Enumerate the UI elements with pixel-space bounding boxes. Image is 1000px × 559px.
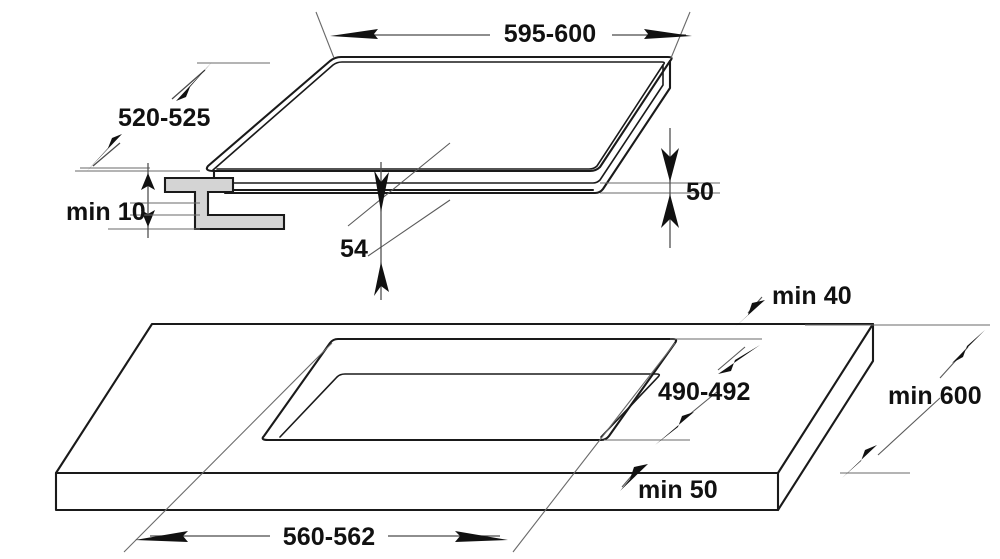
arrow-down <box>842 445 877 478</box>
hob-glass-bevel <box>212 61 666 171</box>
dimension-body-offset: 54 <box>340 142 451 300</box>
arrow-down <box>374 170 389 212</box>
hob-body-edge-line <box>219 64 664 184</box>
label-body-offset: 54 <box>340 235 368 263</box>
label-cutout-depth: 490-492 <box>658 378 750 406</box>
label-bracket-clearance: min 10 <box>66 198 146 226</box>
dimension-hob-depth: 520-525 <box>80 62 270 172</box>
arrow-front <box>620 464 648 491</box>
arrow-right <box>644 29 692 39</box>
dimension-body-height: 50 <box>600 128 720 248</box>
arrow-up <box>661 194 679 228</box>
arrow-left <box>330 29 378 39</box>
arrow-up <box>374 262 389 296</box>
arrow-up <box>141 210 155 227</box>
dimension-front-clearance: min 50 <box>620 464 718 504</box>
mounting-bracket-clip <box>163 176 286 231</box>
label-cutout-width: 560-562 <box>283 523 375 551</box>
dimension-cutout-width: 560-562 <box>123 342 676 553</box>
arrow-down <box>141 173 155 190</box>
arrow-left <box>135 531 188 542</box>
upper-view-hob: 595-600 520-525 <box>66 11 720 300</box>
dimension-cutout-depth: 490-492 <box>604 338 762 445</box>
label-hob-depth: 520-525 <box>118 104 210 132</box>
dimension-hob-width: 595-600 <box>315 11 692 59</box>
worktop-cutout-inner <box>279 373 661 438</box>
arrow-lower <box>655 412 694 445</box>
label-body-height: 50 <box>686 178 714 206</box>
worktop-front-face <box>54 471 780 512</box>
lower-view-worktop: min 40 490-492 <box>54 282 990 553</box>
arrow-upper <box>718 345 760 374</box>
label-hob-width: 595-600 <box>504 20 596 48</box>
arrow-lower <box>86 134 122 172</box>
arrow-upper <box>176 62 212 101</box>
dimension-rear-clearance: min 40 <box>735 282 852 327</box>
label-rear-clearance: min 40 <box>772 282 852 310</box>
dimension-overhead-clearance: min 600 <box>805 324 990 478</box>
arrow-up <box>952 330 985 363</box>
label-overhead-clearance: min 600 <box>888 382 982 410</box>
arrow-down <box>661 148 679 182</box>
arrow-rear <box>735 300 765 327</box>
worktop-right-face <box>776 322 875 512</box>
arrow-right <box>455 531 508 542</box>
dimension-bracket-clearance: min 10 <box>66 163 200 238</box>
hob-body-right-face <box>223 59 672 195</box>
label-front-clearance: min 50 <box>638 476 718 504</box>
